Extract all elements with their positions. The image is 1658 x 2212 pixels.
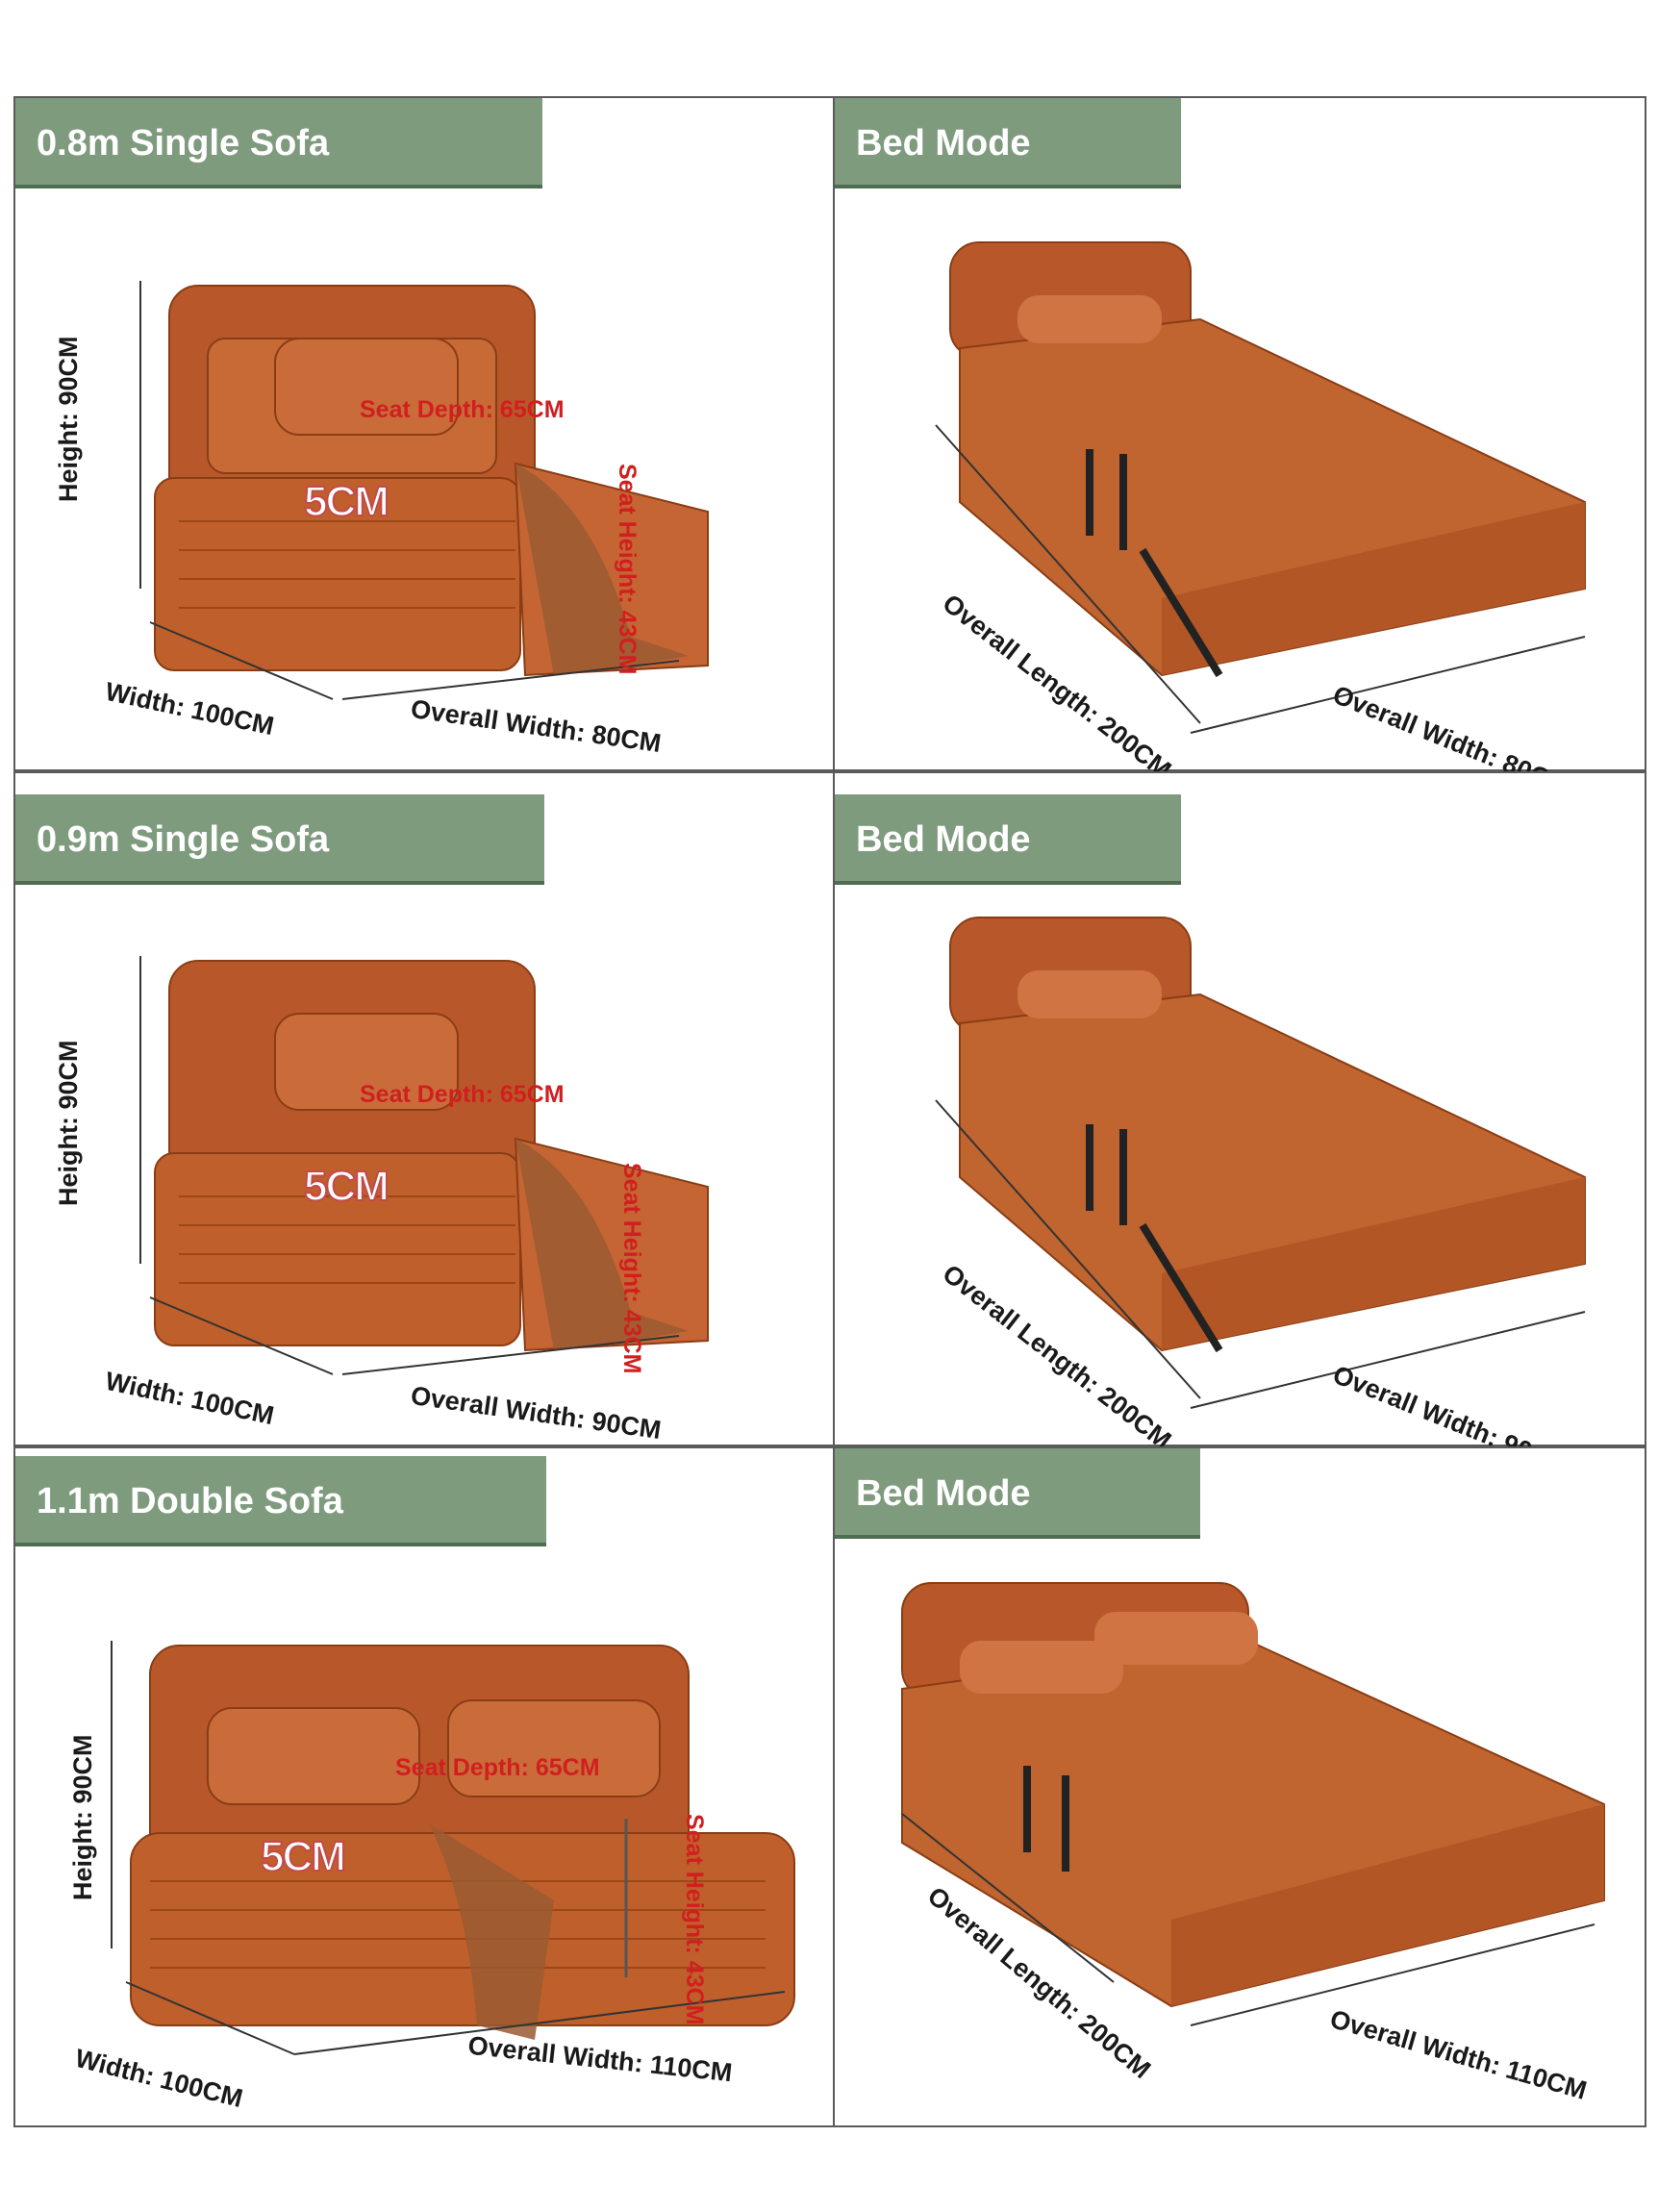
arm-width-label: 5CM (303, 1162, 390, 1211)
panel-title: 1.1m Double Sofa (15, 1456, 546, 1546)
arm-width-label: 5CM (260, 1832, 347, 1881)
height-label: Height: 90CM (54, 336, 83, 502)
bed-panel-1-1m: Bed Mode Overall Length: 200CM Overall W… (833, 1446, 1646, 2127)
seat-depth-label: Seat Depth: 65CM (360, 1081, 565, 1108)
sofa-panel-1-1m: 1.1m Double Sofa Height: 90CM Seat Depth… (13, 1446, 835, 2127)
single-bed-illustration (935, 917, 1586, 1409)
seat-depth-label: Seat Depth: 65CM (395, 1754, 600, 1781)
bed-panel-0-9m: Bed Mode Overall Length: 200CM Overall W… (833, 771, 1646, 1481)
seat-depth-label: Seat Depth: 65CM (360, 396, 565, 423)
single-sofa-illustration (139, 281, 709, 700)
height-label: Height: 90CM (68, 1734, 97, 1900)
panel-title: 0.9m Single Sofa (15, 794, 544, 885)
panel-title: Bed Mode (835, 1448, 1200, 1539)
bed-panel-0-8m: Bed Mode Overall Length: 200CM Overall W… (833, 96, 1646, 801)
seat-height-label: Seat Height: 43CM (614, 464, 641, 675)
single-sofa-illustration (139, 956, 709, 1375)
height-label: Height: 90CM (54, 1040, 83, 1206)
arm-width-label: 5CM (303, 477, 390, 526)
panel-title: Bed Mode (835, 794, 1181, 885)
double-sofa-illustration (111, 1641, 795, 2055)
seat-height-label: Seat Height: 43CM (681, 1814, 708, 2025)
panel-title: 0.8m Single Sofa (15, 98, 542, 189)
seat-height-label: Seat Height: 43CM (618, 1163, 645, 1374)
sofa-panel-0-9m: 0.9m Single Sofa Height: 90CM Seat Depth… (13, 771, 835, 1446)
sofa-panel-0-8m: 0.8m Single Sofa Height: 90CM Seat Depth… (13, 96, 835, 771)
panel-title: Bed Mode (835, 98, 1181, 189)
double-bed-illustration (901, 1582, 1605, 2026)
single-bed-illustration (935, 241, 1586, 734)
